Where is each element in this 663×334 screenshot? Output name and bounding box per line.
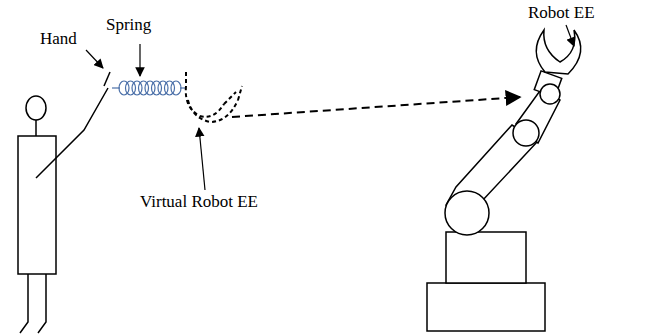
robot-arm	[427, 30, 581, 331]
virtual-gripper	[186, 72, 242, 122]
spring-label: Spring	[106, 16, 151, 35]
virtual-ee-label: Virtual Robot EE	[140, 193, 258, 212]
hand-label: Hand	[40, 30, 77, 49]
label-pointers	[86, 25, 574, 190]
robot-ee-label: Robot EE	[528, 4, 595, 23]
human-figure	[18, 72, 110, 333]
mapping-arrow	[232, 97, 520, 117]
spring-coil	[112, 81, 186, 95]
